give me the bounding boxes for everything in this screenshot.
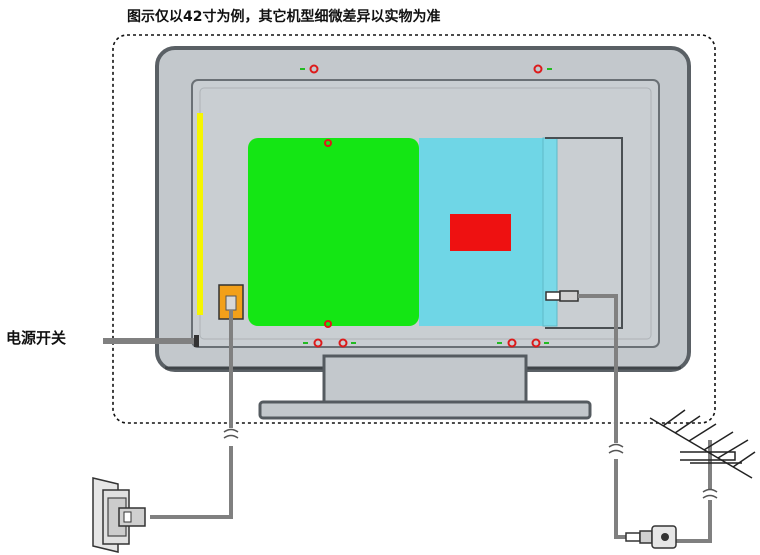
screw-markers xyxy=(300,68,552,344)
rf-plug xyxy=(559,290,579,302)
chip xyxy=(450,214,511,251)
screw xyxy=(309,64,319,74)
screw xyxy=(531,338,541,348)
cable-break-icon xyxy=(608,443,718,499)
rf-input-port xyxy=(545,291,561,301)
rf-connector-icon xyxy=(625,525,677,549)
tv-back-panel xyxy=(155,46,691,420)
screw xyxy=(507,338,517,348)
power-outlet-icon xyxy=(92,477,146,553)
screw xyxy=(324,139,332,147)
power-switch-label: 电源开关 xyxy=(6,329,67,347)
caption: 图示仅以42寸为例，其它机型细微差异以实物为准 xyxy=(127,9,441,25)
screw xyxy=(533,64,543,74)
power-switch xyxy=(194,335,199,347)
antenna-cable xyxy=(578,294,712,543)
power-strip xyxy=(197,113,203,315)
cable-break-icon xyxy=(223,428,239,439)
screw xyxy=(338,338,348,348)
screw xyxy=(313,338,323,348)
connector-bracket xyxy=(545,137,623,329)
screw xyxy=(324,320,332,328)
antenna-icon xyxy=(649,409,756,479)
dotted-frame xyxy=(112,34,716,424)
power-cable xyxy=(150,310,233,519)
stand-neck xyxy=(322,354,528,406)
screws xyxy=(309,64,543,348)
power-plug xyxy=(225,295,237,311)
main-board xyxy=(248,138,419,326)
stand-base xyxy=(258,400,592,420)
